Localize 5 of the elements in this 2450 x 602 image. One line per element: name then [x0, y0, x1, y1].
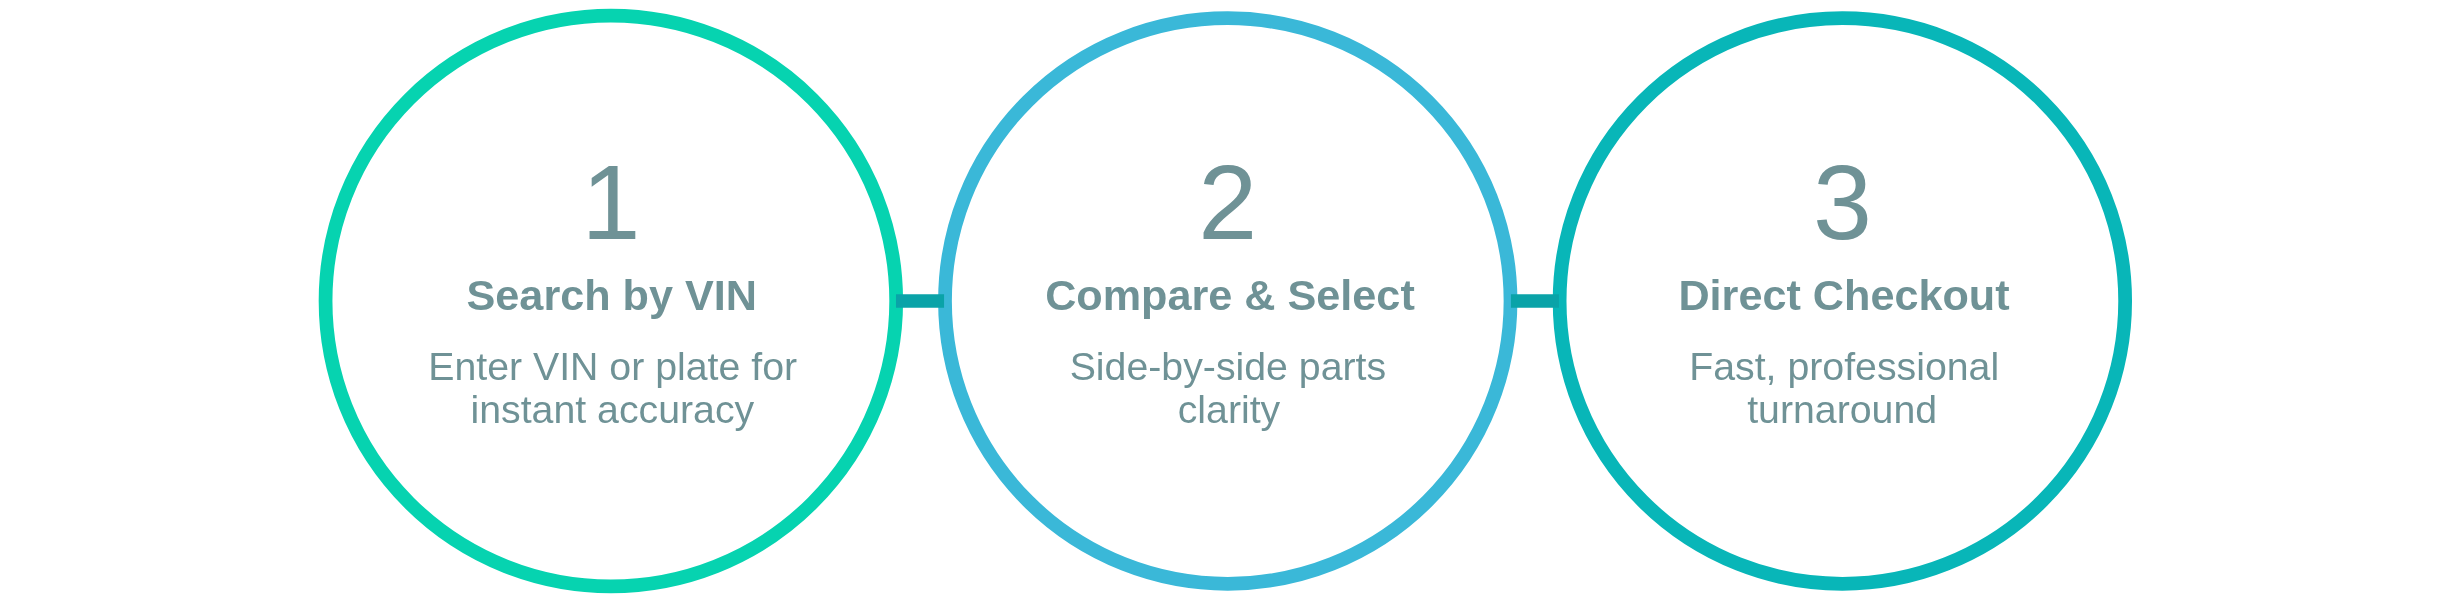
connector	[1510, 294, 1559, 308]
connector	[895, 294, 944, 308]
node-circle: 3 Direct Checkout Fast, professional turnaround	[1552, 11, 2132, 591]
node-circle: 2 Compare & Select Side-by-side parts clarity	[937, 11, 1517, 591]
node-circle: 1 Search by VIN Enter VIN or plate for instant accuracy	[318, 8, 903, 594]
